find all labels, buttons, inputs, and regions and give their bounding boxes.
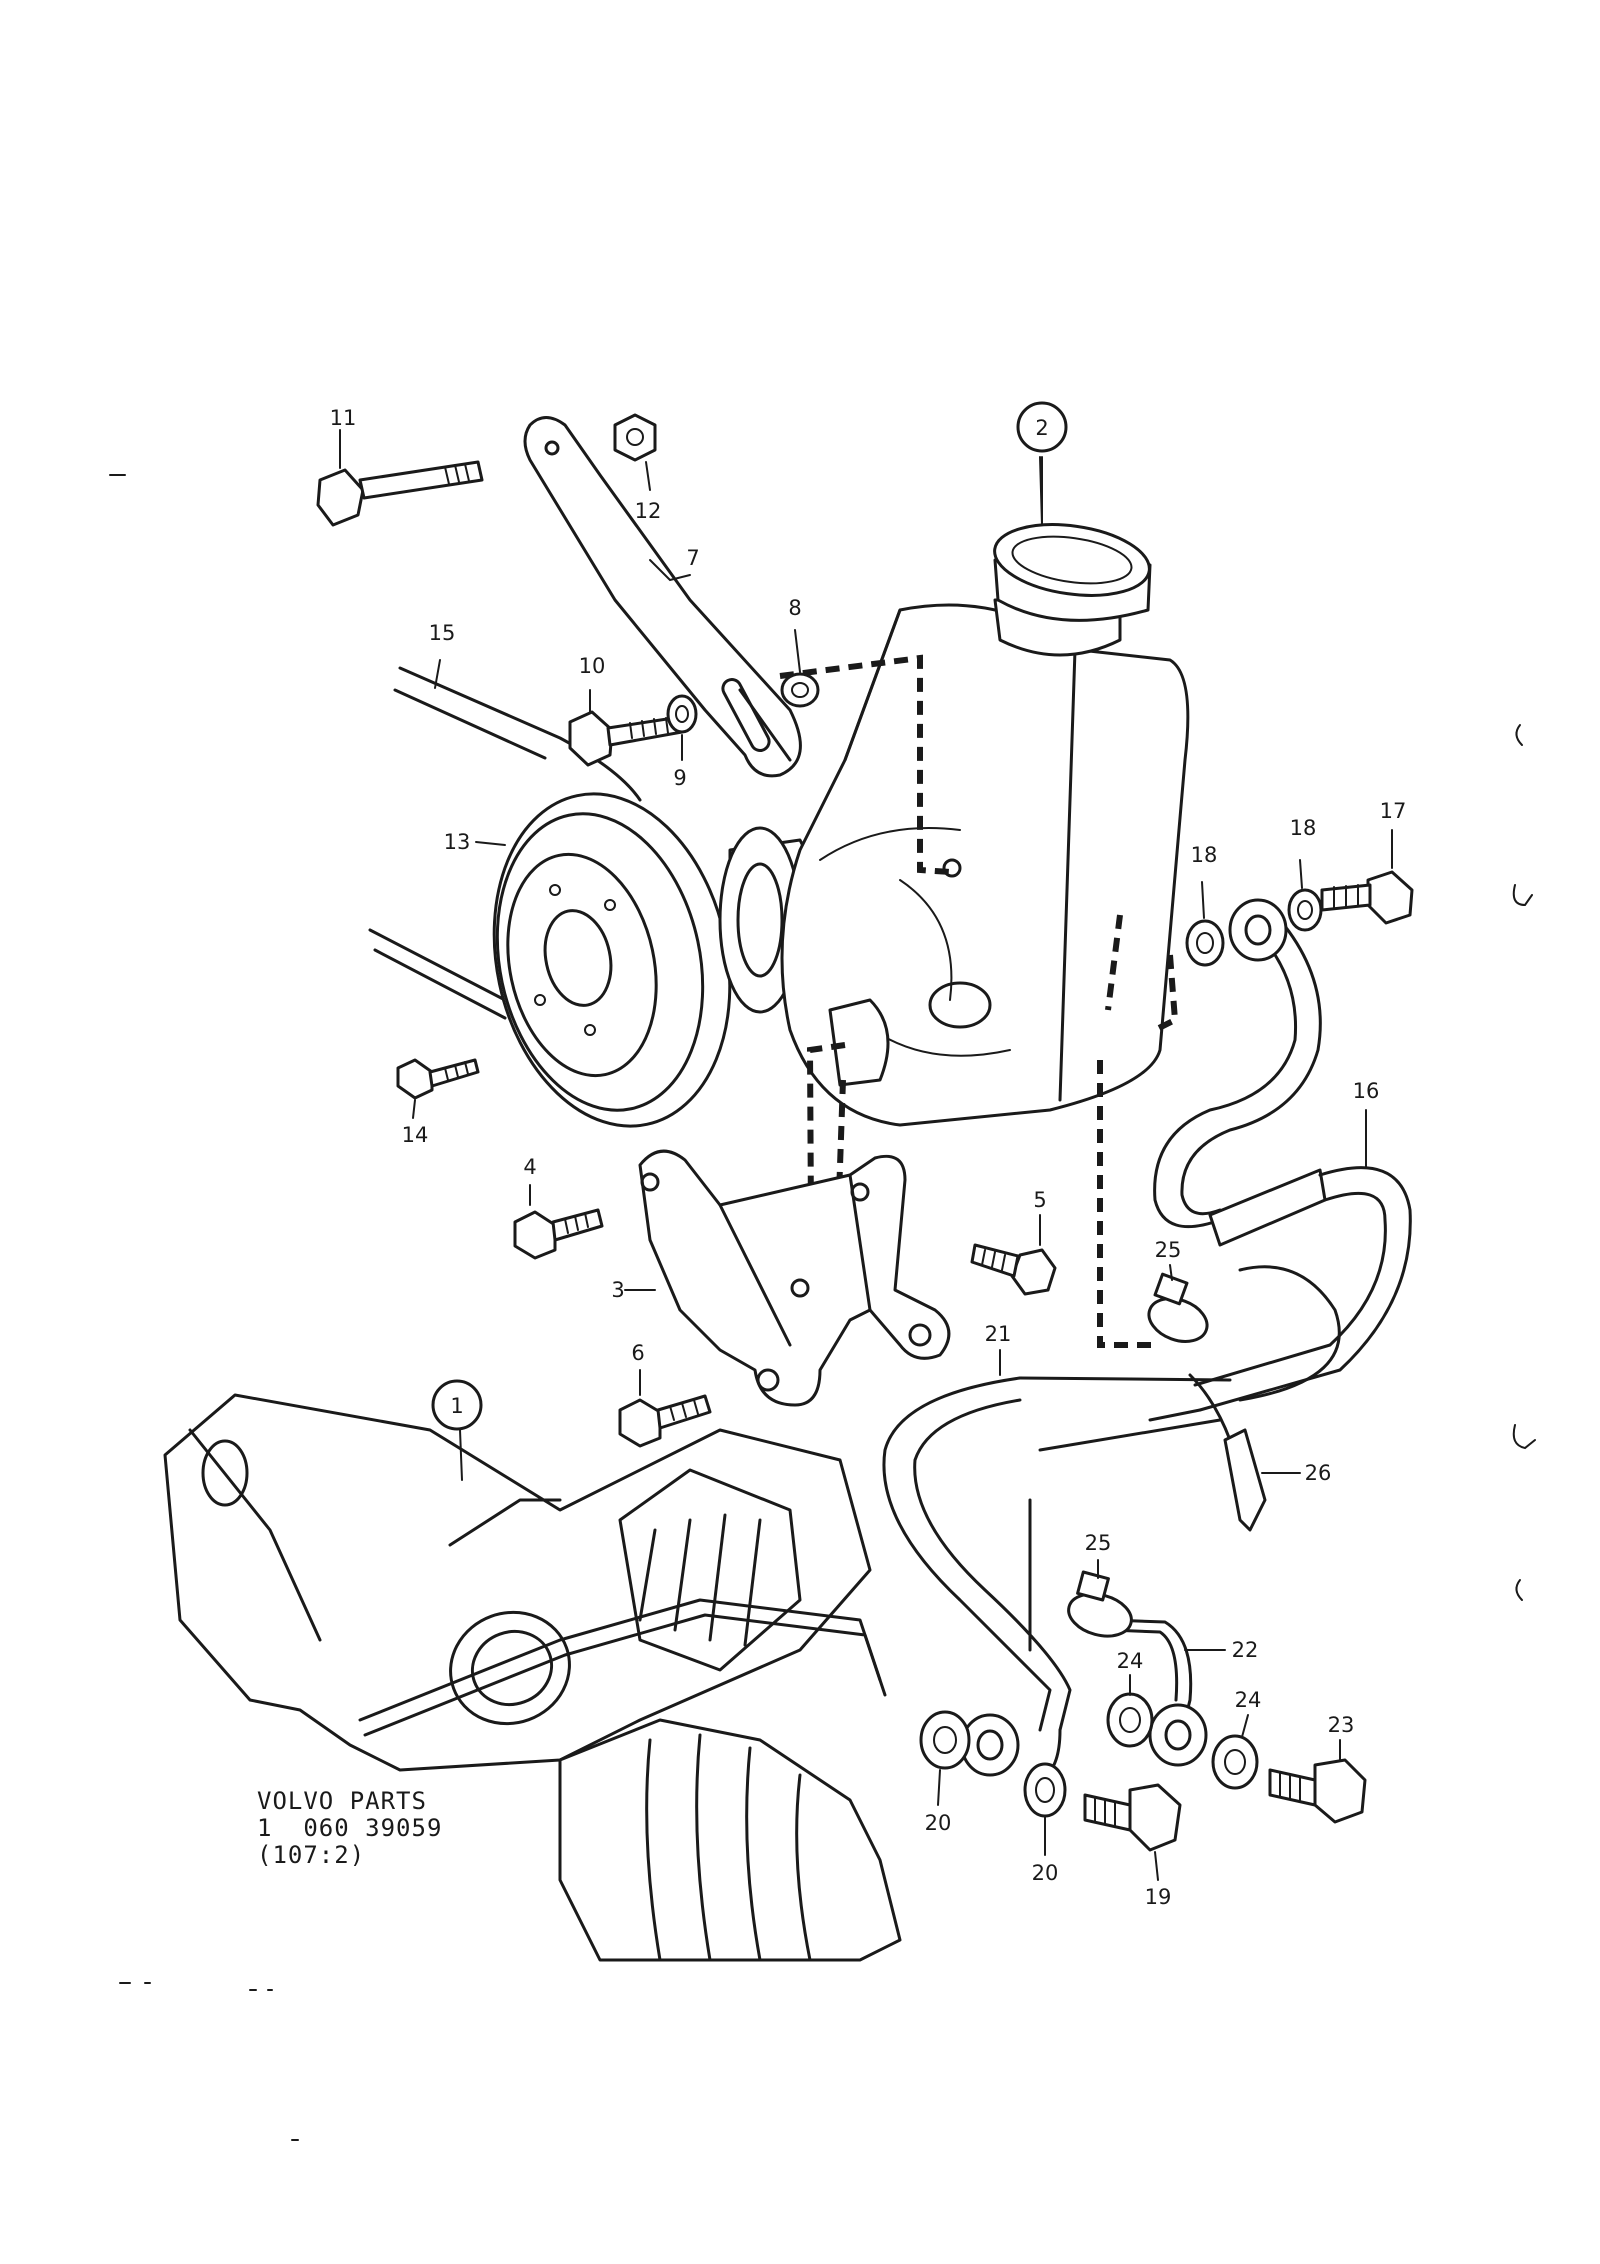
power-steering-pump xyxy=(780,523,1190,1127)
callout-circle-2: 2 xyxy=(1016,401,1068,453)
steering-gear xyxy=(163,1393,902,1962)
callout-11: 11 xyxy=(330,406,357,430)
callout-15: 15 xyxy=(429,621,456,645)
callout-18-left: 18 xyxy=(1191,843,1218,867)
hex-bolt-19 xyxy=(1083,1783,1182,1852)
callout-22: 22 xyxy=(1232,1638,1259,1662)
callout-5: 5 xyxy=(1033,1188,1046,1212)
scan-marks xyxy=(109,474,1536,2141)
leader-lines xyxy=(339,429,1393,1881)
washer-24-left xyxy=(1106,1692,1154,1748)
hex-bolt-11 xyxy=(316,460,484,527)
callout-13: 13 xyxy=(444,830,471,854)
adjusting-bracket xyxy=(523,416,802,778)
callout-12: 12 xyxy=(635,499,662,523)
washer-20-lower xyxy=(1023,1762,1067,1818)
callout-8: 8 xyxy=(788,596,801,620)
washer-9 xyxy=(666,694,698,734)
callout-21: 21 xyxy=(985,1322,1012,1346)
hose-clamp-25-lower xyxy=(1067,1570,1133,1638)
callout-23: 23 xyxy=(1328,1713,1355,1737)
hex-bolt-5 xyxy=(970,1243,1057,1296)
washer-18-right xyxy=(1287,888,1323,932)
callout-label: 2 xyxy=(1035,416,1048,440)
washer-8 xyxy=(780,672,820,708)
callout-25-upper: 25 xyxy=(1155,1238,1182,1262)
callout-14: 14 xyxy=(402,1123,429,1147)
banjo-fittings xyxy=(960,898,1288,1777)
callout-18-right: 18 xyxy=(1290,816,1317,840)
caption-drawing-number: 1 060 39059 xyxy=(257,1814,443,1842)
callout-25-lower: 25 xyxy=(1085,1531,1112,1555)
pulley xyxy=(492,792,732,1128)
callout-7: 7 xyxy=(686,546,699,570)
hex-bolt-4 xyxy=(513,1208,604,1260)
hex-bolt-14 xyxy=(396,1058,480,1100)
callout-17: 17 xyxy=(1380,799,1407,823)
callout-26: 26 xyxy=(1305,1461,1332,1485)
washer-20-upper xyxy=(919,1710,971,1770)
callout-4: 4 xyxy=(523,1155,536,1179)
hex-bolt-6 xyxy=(618,1394,712,1448)
callout-24-right: 24 xyxy=(1235,1688,1262,1712)
drive-belt xyxy=(368,666,642,1020)
callout-9: 9 xyxy=(673,766,686,790)
callout-10: 10 xyxy=(579,654,606,678)
callout-labels: 11 12 7 8 15 10 9 17 18 18 13 14 16 4 5 … xyxy=(330,406,1407,1909)
hex-bolt-10 xyxy=(568,710,684,767)
drawing-caption: VOLVO PARTS 1 060 39059 (107:2) xyxy=(257,1788,442,1869)
callout-20-lower: 20 xyxy=(1032,1861,1059,1885)
callout-24-left: 24 xyxy=(1117,1649,1144,1673)
washer-18-left xyxy=(1185,919,1225,967)
washer-24-right xyxy=(1211,1734,1259,1790)
hex-nut-12 xyxy=(613,413,657,462)
callout-20-upper: 20 xyxy=(925,1811,952,1835)
hex-bolt-23 xyxy=(1268,1758,1367,1824)
callout-6: 6 xyxy=(631,1341,644,1365)
caption-brand: VOLVO PARTS xyxy=(257,1787,427,1815)
hose-clamp-26 xyxy=(1188,1373,1267,1532)
hex-bolt-17 xyxy=(1320,870,1414,925)
callout-3: 3 xyxy=(611,1278,624,1302)
return-hose xyxy=(1148,918,1412,1422)
callout-circle-1: 1 xyxy=(431,1379,483,1431)
mounting-bracket xyxy=(638,1149,951,1407)
hose-clamp-25-upper xyxy=(1147,1272,1209,1343)
callout-19: 19 xyxy=(1145,1885,1172,1909)
callout-16: 16 xyxy=(1353,1079,1380,1103)
caption-reference: (107:2) xyxy=(257,1841,366,1869)
callout-label: 1 xyxy=(450,1394,463,1418)
